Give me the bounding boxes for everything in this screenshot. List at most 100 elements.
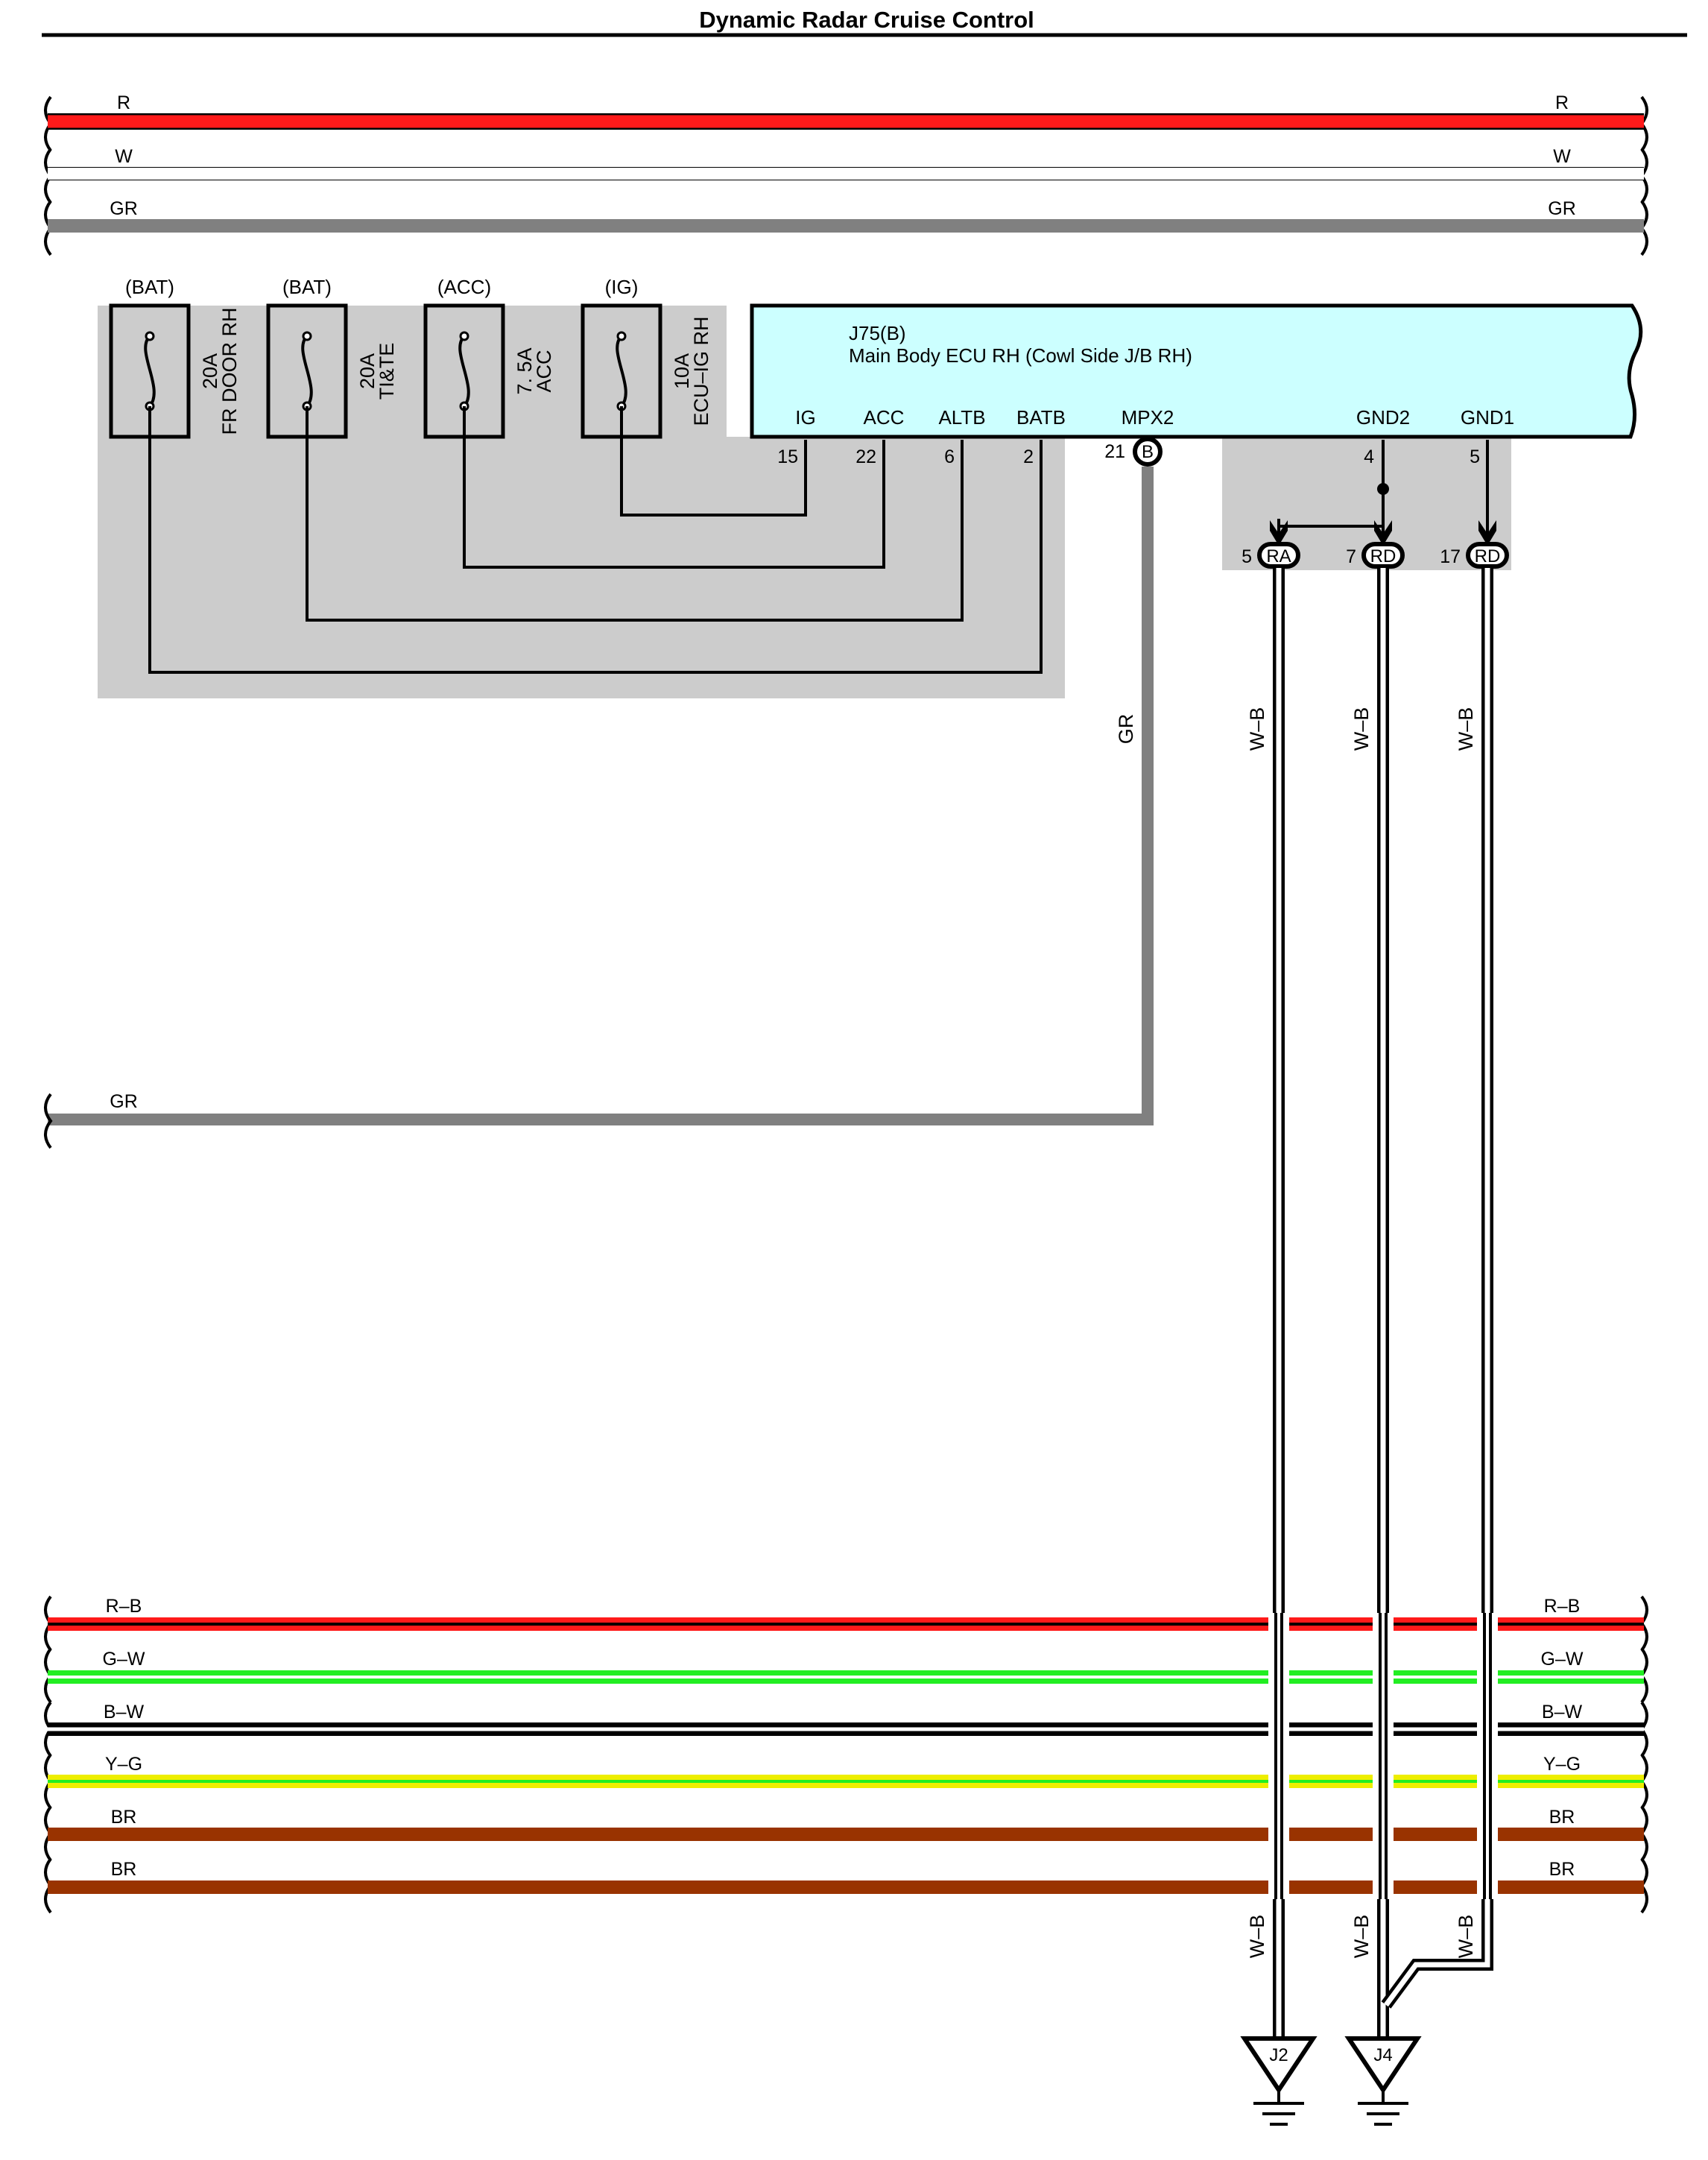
fuse-source-label: (IG) [605,276,639,298]
bus-g-w: G–W G–W [44,1647,1648,1704]
connector-pin: 7 [1346,546,1356,567]
fuse-amp: 20A [199,353,221,389]
fuse-icon [144,335,156,408]
pin-number: 4 [1364,446,1374,467]
page-title: Dynamic Radar Cruise Control [699,7,1034,33]
ecu-outline [750,303,1643,439]
terminal-batb: BATB [1016,406,1066,429]
bus-r: R R [44,92,1648,152]
pin-number: 5 [1470,446,1480,467]
ground-triangle-icon [1344,2036,1422,2094]
bus-label-left: G–W [103,1649,145,1670]
wire-label: W–B [1455,707,1477,751]
connector-pin: 5 [1242,546,1252,567]
wire-label: W–B [1246,1915,1268,1959]
top-bus-group: R R W W GR GR [44,92,1648,256]
fuse-source-label: (ACC) [437,276,491,298]
wire-label: W–B [1350,707,1373,751]
splice-point [1377,483,1389,495]
bus-label-right: BR [1549,1859,1575,1880]
connector-b [1133,437,1163,467]
connector-rd [1361,542,1405,569]
wire-label: W–B [1350,1915,1373,1959]
fuse-amp: 20A [356,353,379,389]
terminal-altb: ALTB [938,406,985,429]
fuse-name: FR DOOR RH [218,308,241,435]
bus-br: BR BR [44,1857,1648,1914]
bus-label-left: R–B [106,1596,142,1617]
wire-label: W–B [1246,707,1268,751]
ground-code: J2 [1269,2045,1288,2065]
bus-label-right: R–B [1544,1596,1581,1617]
bus-label-left: B–W [104,1702,145,1722]
bus-r-b: R–B R–B [44,1595,1648,1652]
mpx2-wire-color: GR [1115,714,1137,745]
bus-label-left: R [117,92,130,113]
bus-label-left: GR [110,198,138,219]
ground-j4: J4 [1344,2036,1422,2126]
bus-label-right: W [1553,146,1571,167]
bus-label-right: BR [1549,1807,1575,1828]
terminal-acc: ACC [864,406,905,429]
connector-code: RA [1266,546,1291,566]
fuse-wiring [148,406,1043,674]
ground-code: J4 [1373,2045,1392,2065]
connector-b-label: B [1142,442,1154,462]
bus-label-right: B–W [1542,1702,1583,1722]
connector-code: RD [1475,546,1501,566]
pin-number: 6 [944,446,955,467]
bus-label-right: GR [1548,198,1576,219]
bus-w: W W [44,146,1648,204]
bus-label-left: Y–G [105,1754,142,1775]
bus-gr: GR GR [44,198,1648,256]
connector-rd [1466,542,1509,569]
ground-arrows [1270,520,1496,546]
bus-label-right: Y–G [1543,1754,1581,1775]
fuse-name: TI&TE [376,343,398,400]
fuse-fr-door-rh: (BAT) 20A FR DOOR RH [109,276,241,439]
ecu-name: Main Body ECU RH (Cowl Side J/B RH) [849,344,1192,367]
bus-label-left: BR [111,1859,137,1880]
fuse-source-label: (BAT) [282,276,332,298]
ecu-code: J75(B) [849,322,906,344]
terminal-ig: IG [795,406,815,429]
mpx-bus-label: GR [110,1091,138,1112]
bus-label-right: R [1555,92,1569,113]
connector-code: RD [1370,546,1397,566]
terminal-gnd1: GND1 [1461,406,1514,429]
wb-labels: W–B W–B W–B W–B W–B W–B [1246,707,1477,1959]
fuse-amp: 10A [671,353,693,389]
mpx2-wire: B GR GR [44,437,1163,1149]
fuse-icon [458,335,470,408]
connector-pin: 17 [1440,546,1461,567]
pin-number: 15 [777,446,798,467]
bus-label-left: W [115,146,133,167]
pin-number: 21 [1104,441,1125,462]
wb-wires [1273,568,1493,2039]
bus-label-left: BR [111,1807,137,1828]
fuse-ecu-ig-rh: (IG) 10A ECU–IG RH [581,276,712,439]
terminal-mpx2: MPX2 [1122,406,1174,429]
crossing-gaps [1268,1613,1498,1899]
fuse-amp: 7. 5A [513,347,536,394]
fuse-name: ECU–IG RH [690,316,712,426]
ground-j2: J2 [1240,2036,1318,2126]
connector-ra [1257,542,1300,569]
bus-br: BR BR [44,1805,1648,1862]
bottom-bus-group: R–B R–B G–W G–W B–W B–W Y–G Y–G [44,1595,1648,1914]
bus-y-g: Y–G Y–G [44,1753,1648,1810]
fuse-source-label: (BAT) [125,276,174,298]
fuse-name: ACC [533,350,555,392]
fuse-icon [616,335,627,408]
pin-number: 2 [1023,446,1034,467]
ground-triangle-icon [1240,2036,1318,2094]
bus-label-right: G–W [1541,1649,1584,1670]
bus-b-w: B–W B–W [44,1701,1648,1758]
pin-numbers: 15 22 6 2 21 4 5 [777,441,1480,467]
fuse-icon [301,335,313,408]
pin-number: 22 [855,446,876,467]
ecu-box: J75(B) Main Body ECU RH (Cowl Side J/B R… [750,303,1643,439]
wire-label: W–B [1455,1915,1477,1959]
ground-connectors: RA 5 RD 7 RD 17 [1242,542,1509,569]
